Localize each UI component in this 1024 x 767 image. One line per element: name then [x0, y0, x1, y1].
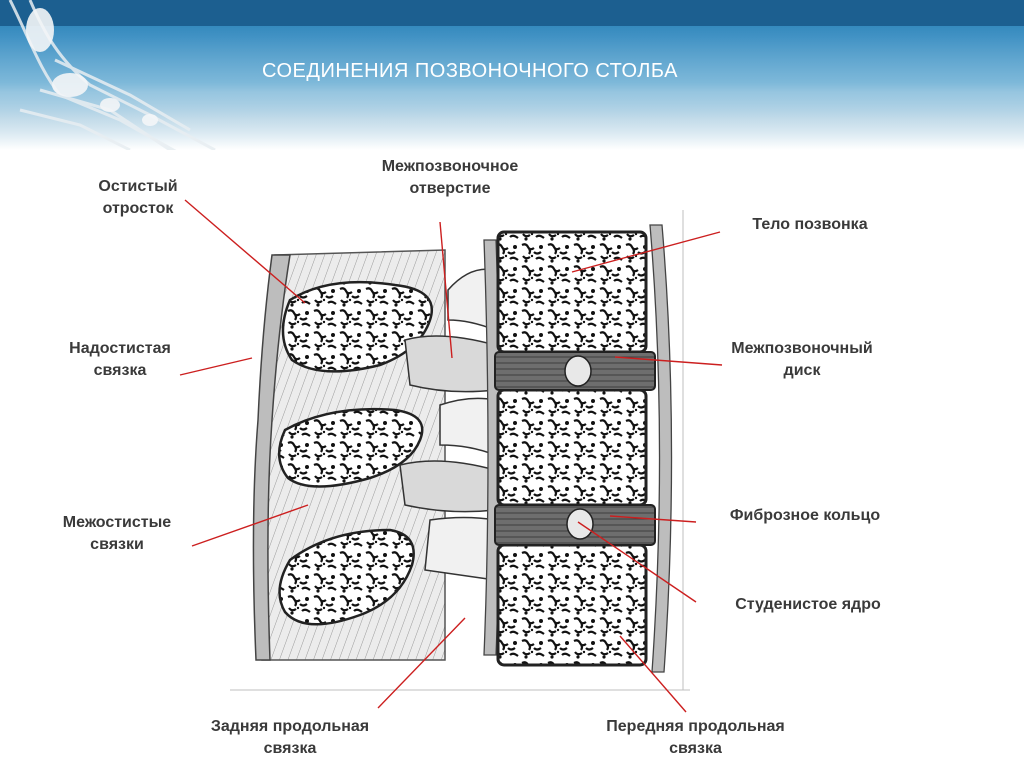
label-line: Остистый [78, 176, 198, 198]
label-nucleus-pulposus: Студенистое ядро [708, 594, 908, 616]
label-line: Межпозвоночный [712, 338, 892, 360]
label-line: Межпозвоночное [345, 156, 555, 178]
label-intervertebral-foramen: Межпозвоночное отверстие [345, 156, 555, 200]
label-line: Надостистая [40, 338, 200, 360]
label-line: Фиброзное кольцо [705, 505, 905, 527]
label-line: связка [180, 738, 400, 760]
label-line: отросток [78, 198, 198, 220]
anterior-longitudinal-ligament [650, 225, 672, 672]
label-supraspinous-ligament: Надостистая связка [40, 338, 200, 382]
label-posterior-longitudinal-ligament: Задняя продольная связка [180, 716, 400, 760]
articular-process-2 [400, 461, 495, 512]
label-line: Передняя продольная [578, 716, 813, 738]
label-line: отверстие [345, 178, 555, 200]
label-annulus-fibrosus: Фиброзное кольцо [705, 505, 905, 527]
label-line: связки [32, 534, 202, 556]
label-line: диск [712, 360, 892, 382]
leader-spinous-process [185, 200, 305, 303]
label-line: Задняя продольная [180, 716, 400, 738]
vertebral-body-2 [498, 390, 646, 505]
vertebral-body-1 [498, 232, 646, 352]
label-intervertebral-disc: Межпозвоночный диск [712, 338, 892, 382]
pedicle-2 [440, 398, 495, 455]
nucleus-pulposus-1 [565, 356, 591, 386]
pedicle-3 [425, 518, 495, 581]
label-anterior-longitudinal-ligament: Передняя продольная связка [578, 716, 813, 760]
label-interspinous-ligaments: Межостистые связки [32, 512, 202, 556]
articular-process-1 [405, 336, 495, 392]
label-line: Студенистое ядро [708, 594, 908, 616]
vertebral-body-3 [498, 545, 646, 665]
label-line: связка [40, 360, 200, 382]
label-line: Межостистые [32, 512, 202, 534]
label-line: связка [578, 738, 813, 760]
label-vertebral-body: Тело позвонка [730, 214, 890, 236]
label-line: Тело позвонка [730, 214, 890, 236]
label-spinous-process: Остистый отросток [78, 176, 198, 220]
